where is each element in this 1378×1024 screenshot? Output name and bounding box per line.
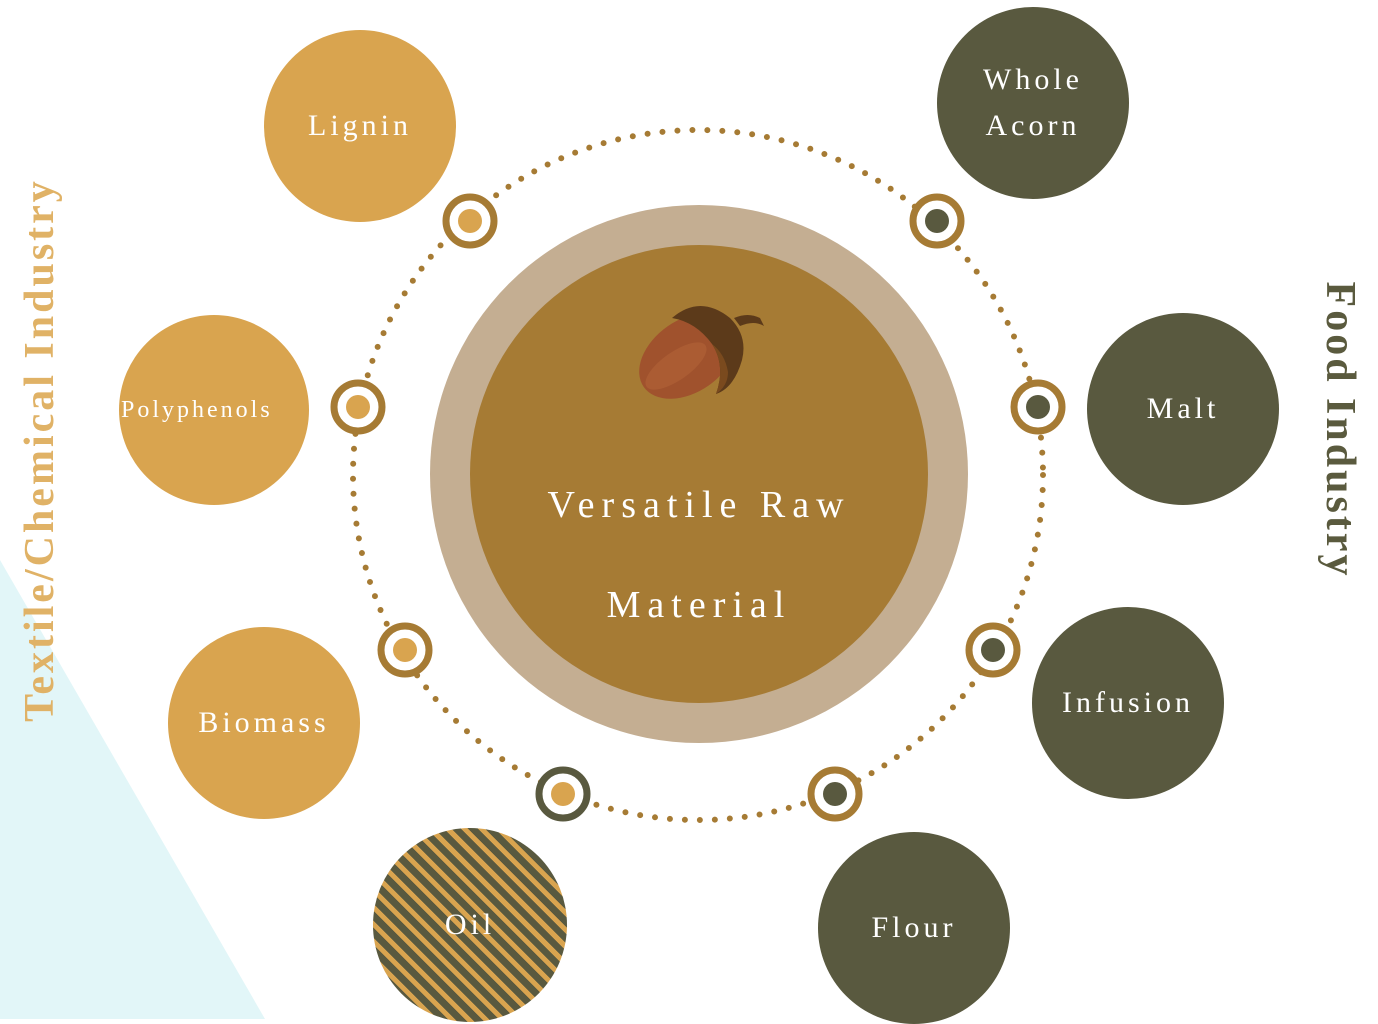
food-industry-label: Food Industry [1316,282,1364,579]
node-polyphenols: Polyphenols [119,315,309,505]
node-oil-label: Oil [439,902,501,948]
node-whole-acorn-label-line-1: Whole [977,57,1089,103]
node-lignin-label: Lignin [302,103,418,149]
textile-chemical-industry-label: Textile/Chemical Industry [16,178,64,722]
node-infusion-label: Infusion [1056,680,1200,726]
connector-polyphenols [331,380,385,434]
node-lignin: Lignin [264,30,456,222]
center-title: Versatile Raw Material [470,455,928,655]
node-whole-acorn-label-line-2: Acorn [980,103,1087,149]
node-biomass: Biomass [168,627,360,819]
node-whole-acorn: Whole Acorn [937,7,1129,199]
node-malt-label: Malt [1141,386,1226,432]
node-infusion: Infusion [1032,607,1224,799]
center-title-line-1: Versatile Raw [470,455,928,555]
connector-infusion [966,623,1020,677]
center-title-line-2: Material [470,555,928,655]
connector-malt [1011,380,1065,434]
node-flour-label: Flour [865,905,962,951]
connector-flour [808,767,862,821]
node-polyphenols-label: Polyphenols [121,387,273,433]
connector-biomass [378,623,432,677]
connector-whole-acorn [910,194,964,248]
connector-oil [536,767,590,821]
acorn-icon [630,296,770,406]
node-oil: Oil [373,828,567,1022]
node-flour: Flour [818,832,1010,1024]
connector-lignin [443,194,497,248]
node-biomass-label: Biomass [192,700,335,746]
node-malt: Malt [1087,313,1279,505]
